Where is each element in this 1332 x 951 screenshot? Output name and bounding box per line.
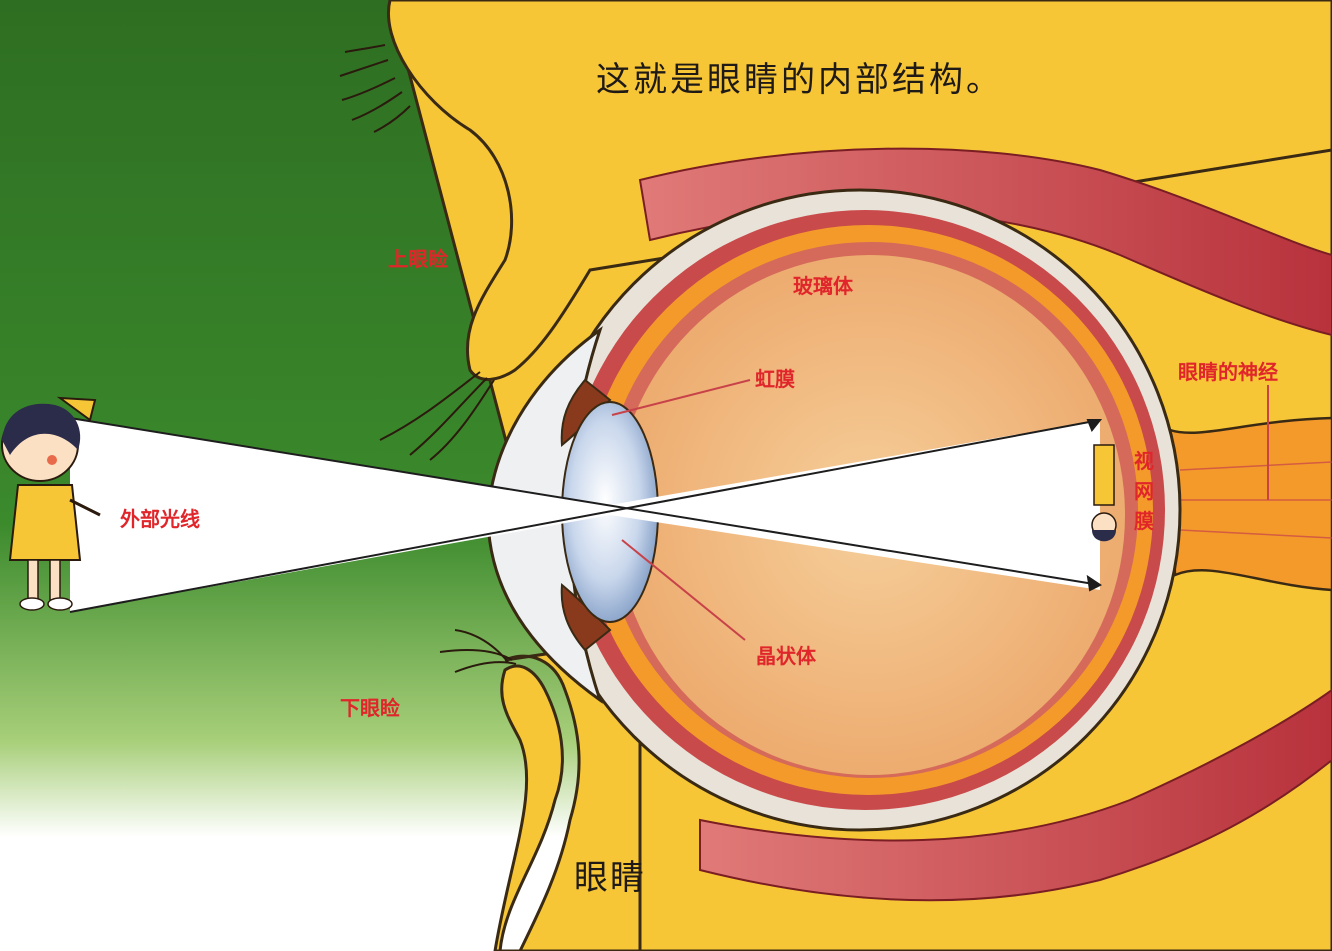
retina-image (1092, 445, 1116, 541)
label-optic-nerve: 眼睛的神经 (1178, 356, 1278, 385)
page-title: 这就是眼睛的内部结构。 (596, 52, 1003, 101)
label-iris: 虹膜 (755, 363, 795, 392)
bottom-caption: 眼睛 (574, 850, 646, 899)
label-retina: 视网膜 (1133, 446, 1155, 536)
label-lens: 晶状体 (756, 640, 816, 669)
optic-nerve (1170, 418, 1332, 590)
label-vitreous-body: 玻璃体 (793, 270, 853, 299)
label-upper-eyelid: 上眼睑 (388, 243, 448, 272)
label-lower-eyelid: 下眼睑 (340, 692, 400, 721)
label-external-light: 外部光线 (120, 503, 200, 532)
